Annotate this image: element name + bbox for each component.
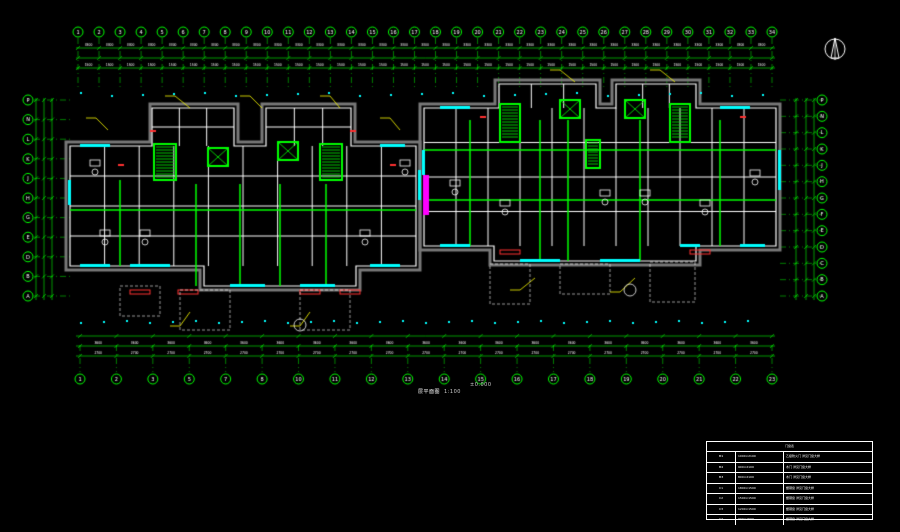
legend-code: C3 [707,504,736,514]
legend-desc: 塑钢窗 详见门窗大样 [786,506,814,511]
legend-title: 门窗表 [707,442,872,452]
legend-desc: 木门 详见门窗大样 [786,464,811,469]
drawing-title: 层平面图 [418,389,441,395]
legend-size: 900×1500 [736,515,784,525]
legend-size: 900×2100 [736,462,784,472]
legend-desc: 乙级防火门 详见门窗大样 [786,454,820,458]
legend-size: 1800×1500 [736,483,784,493]
legend-size: 800×2100 [736,473,784,483]
legend-code: M2 [707,462,736,472]
legend-code: C4 [707,515,736,525]
legend-size: 1500×1500 [736,494,784,504]
legend-code: M3 [707,473,736,483]
legend-size: 1200×1500 [736,504,784,514]
legend-desc: 塑钢窗 详见门窗大样 [786,517,814,521]
legend-desc: 塑钢窗 详见门窗大样 [786,485,814,490]
legend-code: M1 [707,452,736,462]
legend-code: C1 [707,483,736,493]
legend-desc: 木门 详见门窗大样 [786,475,811,479]
legend-code: C2 [707,494,736,504]
drawing-level: ±0.000 [470,382,492,388]
legend-size: 1000×2100 [736,452,784,462]
legend-desc: 塑钢窗 详见门窗大样 [786,496,814,500]
drawing-scale: 1:100 [444,389,461,395]
